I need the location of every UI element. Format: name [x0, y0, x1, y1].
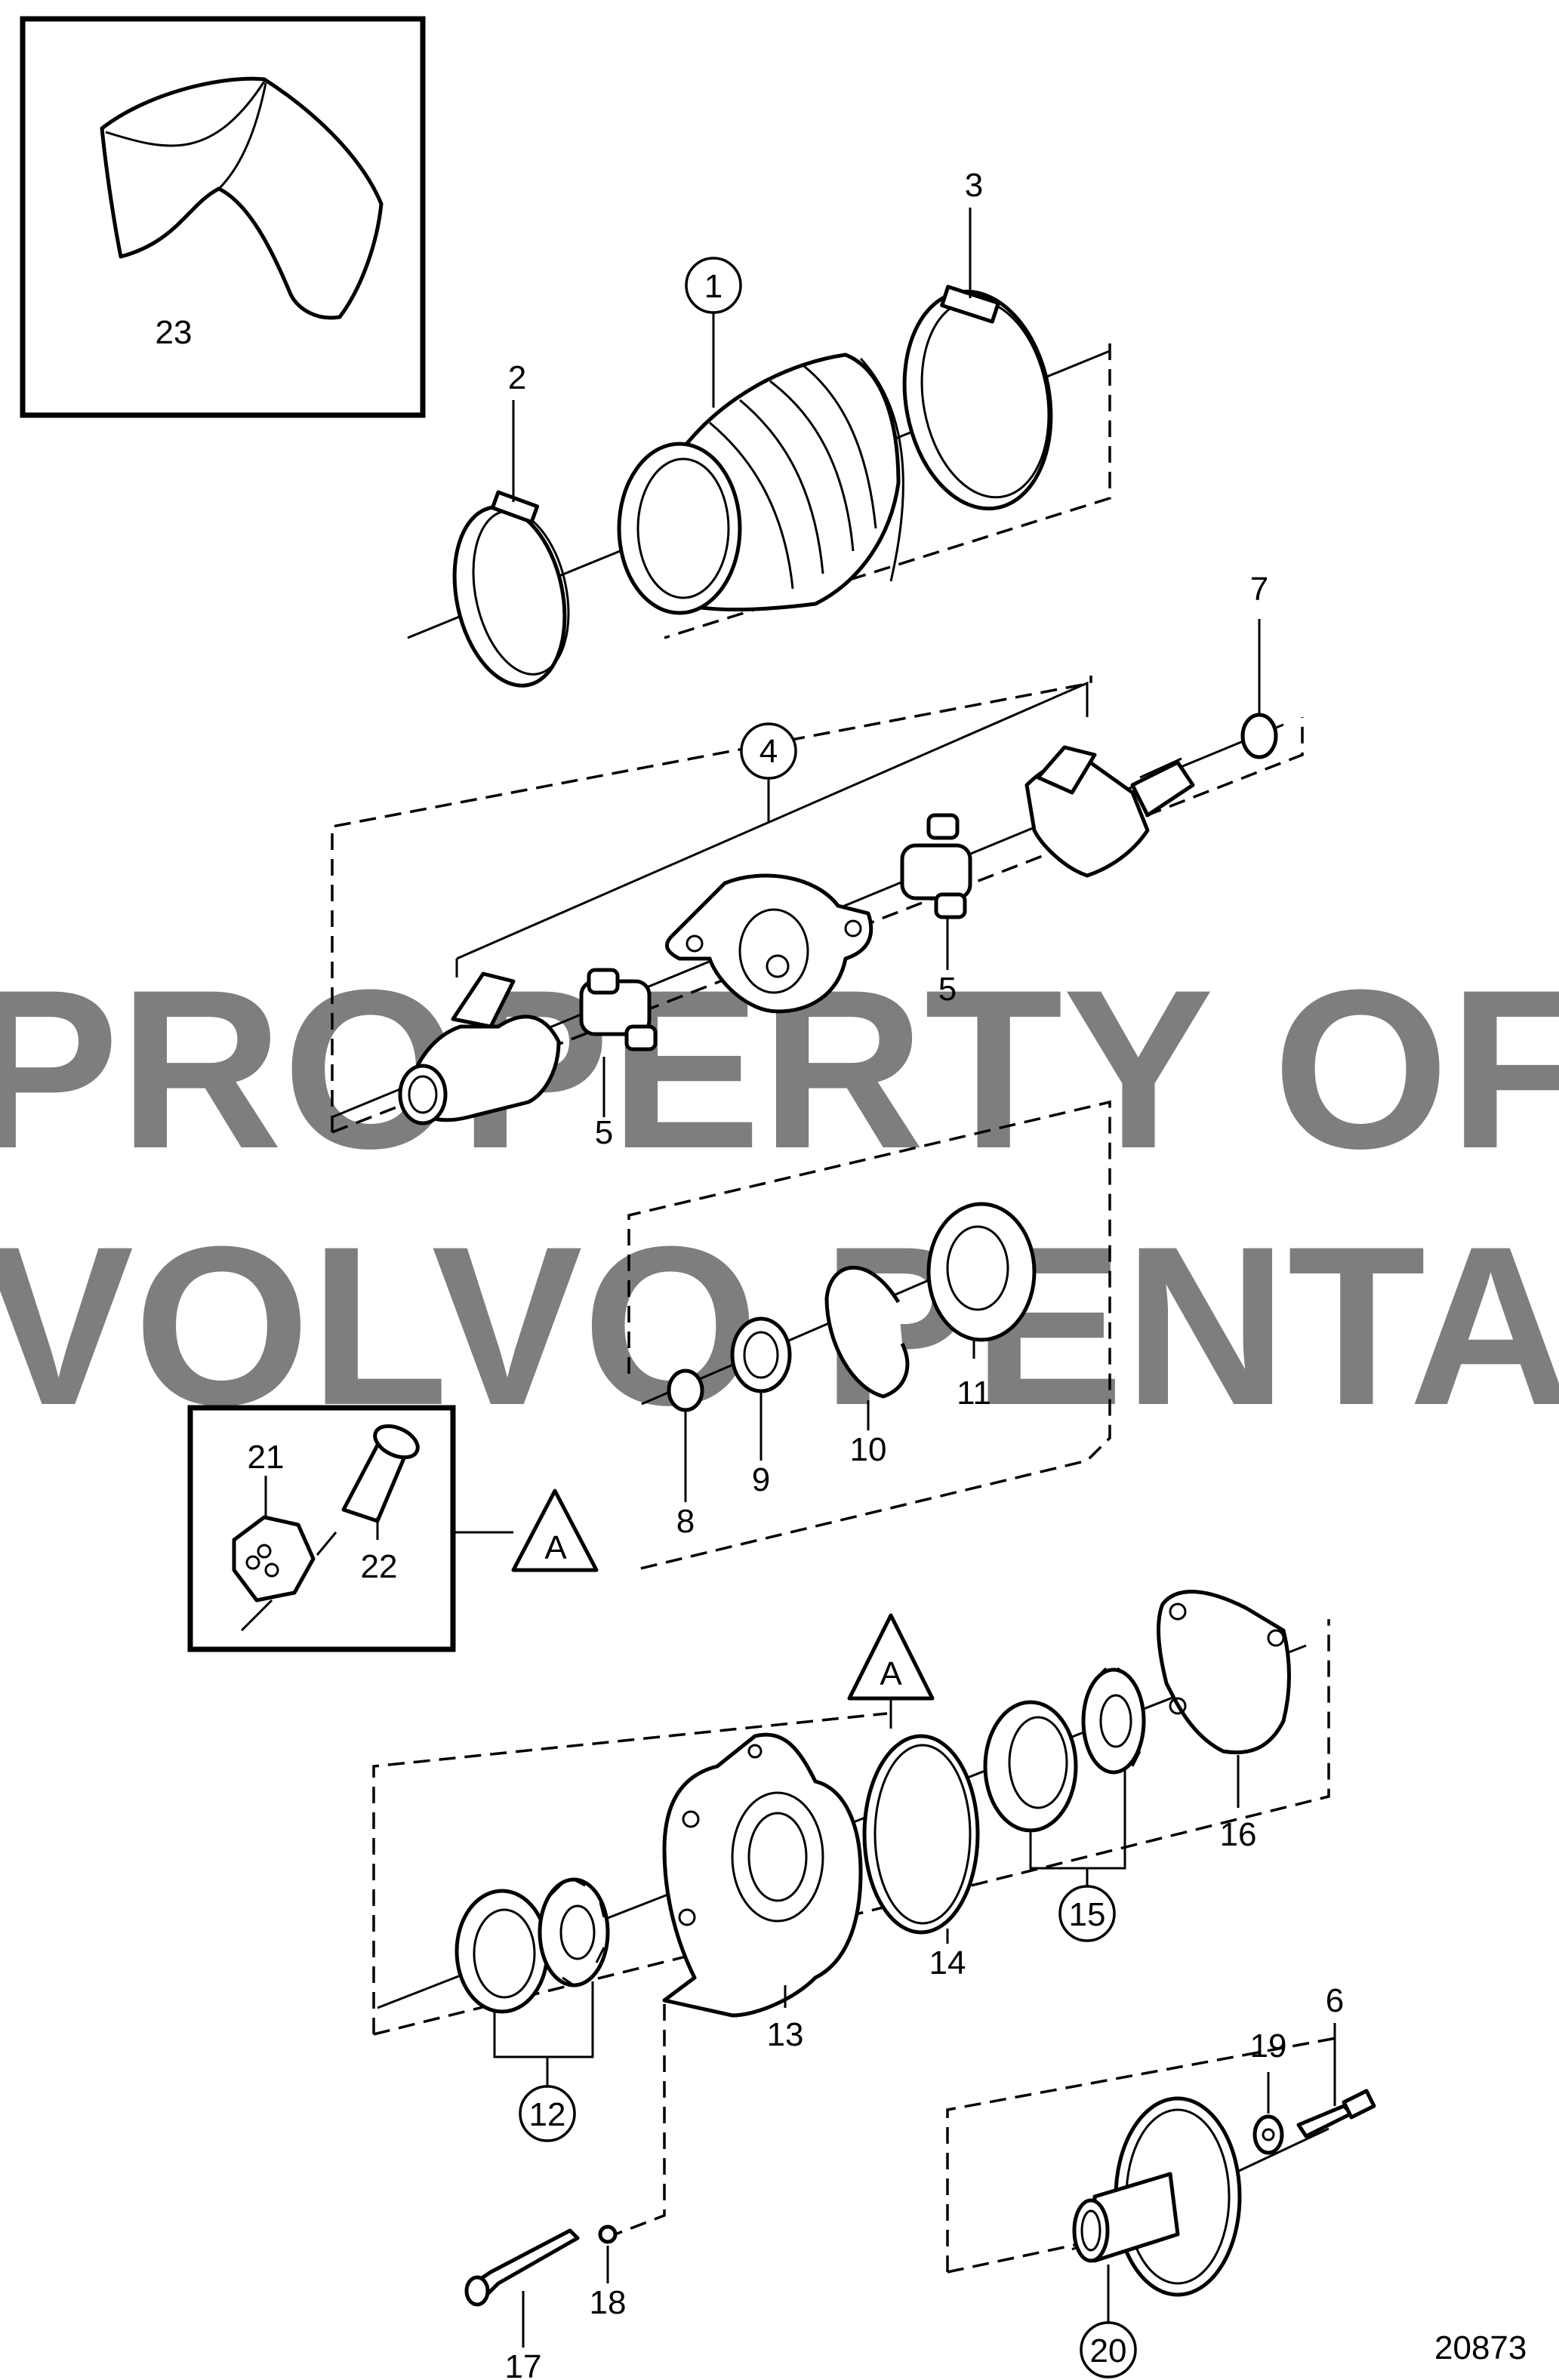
part-label-19: 19 — [1250, 2027, 1287, 2064]
part-label-13: 13 — [767, 2016, 804, 2053]
part-label-12: 12 — [529, 2096, 566, 2133]
part-label-10: 10 — [850, 1431, 887, 1468]
part-label-23: 23 — [156, 314, 193, 351]
part-label-21: 21 — [248, 1439, 285, 1476]
seal-group: 8 9 10 11 — [627, 1100, 1111, 1572]
inset-box-part-23: 23 — [20, 16, 426, 418]
driveshaft-group: 4 5 5 7 — [331, 571, 1304, 1151]
part-label-15: 15 — [1069, 1896, 1106, 1933]
inset-box-parts-21-22: 21 22 A — [187, 1405, 599, 1652]
bellows-group: 1 2 3 — [407, 167, 1111, 688]
part-label-3: 3 — [965, 167, 983, 204]
part-label-8: 8 — [676, 1503, 695, 1540]
callout-label-a-1: A — [544, 1529, 567, 1566]
part-label-5b: 5 — [938, 971, 957, 1008]
part-label-2: 2 — [508, 359, 526, 396]
part-label-5a: 5 — [595, 1114, 613, 1151]
part-label-22: 22 — [361, 1548, 398, 1585]
part-label-7: 7 — [1250, 571, 1268, 608]
part-label-14: 14 — [929, 1944, 966, 1981]
part-label-18: 18 — [590, 2284, 627, 2321]
bolt-group: 17 18 — [464, 2004, 666, 2380]
part-label-16: 16 — [1220, 1816, 1257, 1853]
reference-number: 20873 — [1434, 2329, 1527, 2366]
part-label-1: 1 — [704, 268, 723, 305]
part-label-9: 9 — [752, 1461, 770, 1498]
part-label-11: 11 — [957, 1375, 991, 1412]
part-label-6: 6 — [1326, 1982, 1344, 2019]
housing-group: A 12 13 14 15 — [372, 1590, 1330, 2142]
flange-group: 20 19 6 — [946, 1982, 1376, 2378]
part-label-4: 4 — [759, 733, 778, 770]
callout-label-a-2: A — [880, 1655, 902, 1692]
part-label-20: 20 — [1090, 2332, 1127, 2369]
part-label-17: 17 — [505, 2348, 542, 2380]
